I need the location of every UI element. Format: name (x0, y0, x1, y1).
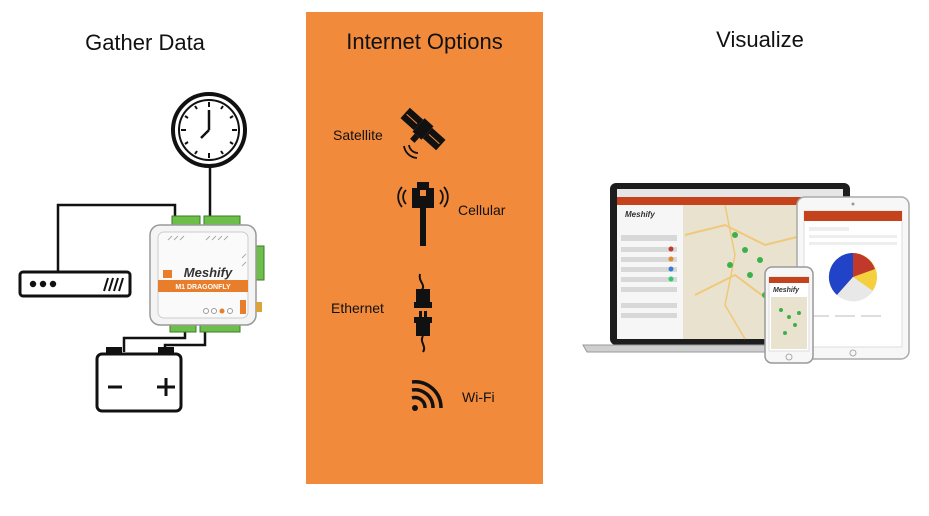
device-brand: Meshify (184, 265, 233, 280)
wiring (56, 163, 212, 352)
satellite-label: Satellite (333, 127, 383, 143)
device-model: M1 DRAGONFLY (175, 284, 231, 291)
gather-data-heading: Gather Data (85, 30, 205, 55)
ethernet-label: Ethernet (331, 300, 384, 316)
cell-tower-icon (397, 182, 449, 246)
svg-text:Meshify: Meshify (625, 210, 655, 219)
battery-icon (95, 347, 183, 413)
wifi-icon (411, 380, 443, 411)
cellular-label: Cellular (458, 202, 506, 218)
modem-icon (18, 270, 132, 298)
clock-icon (171, 92, 247, 168)
svg-text:M1 DRAGONFLY: M1 DRAGONFLY (175, 284, 231, 291)
ethernet-plug-icon (414, 273, 432, 353)
internet-options-icons (397, 107, 449, 411)
visualize-heading: Visualize (716, 27, 804, 52)
satellite-icon (400, 107, 446, 151)
meshify-device: M1 DRAGONFLY Meshify (149, 215, 265, 333)
internet-options-heading: Internet Options (346, 29, 503, 54)
visualize-devices: Meshify (582, 183, 910, 364)
tablet-mockup (796, 196, 910, 360)
svg-text:Meshify: Meshify (773, 287, 800, 294)
wifi-label: Wi-Fi (462, 389, 495, 405)
gather-data-diagram: M1 DRAGONFLY Meshify (18, 92, 265, 413)
svg-text:Meshify: Meshify (184, 265, 233, 280)
phone-mockup: Meshify (764, 266, 814, 364)
